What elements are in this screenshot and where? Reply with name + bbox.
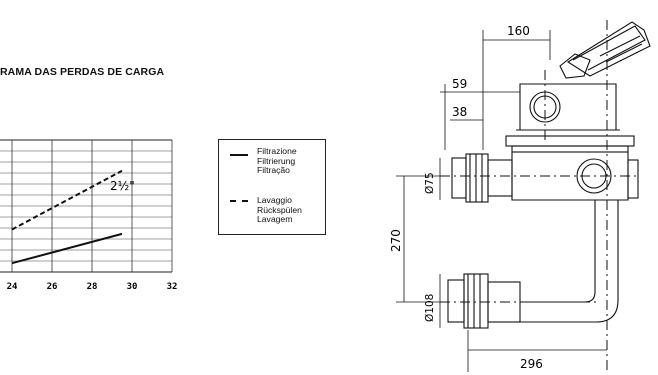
union-top bbox=[451, 153, 513, 203]
valve-technical-drawing: 160 59 38 Ø75 270 Ø108 296 bbox=[389, 20, 651, 372]
pressure-loss-chart: 24 26 28 30 32 2½" bbox=[0, 139, 178, 292]
series-line-dashed bbox=[11, 169, 123, 231]
dim-108: Ø108 bbox=[424, 294, 436, 322]
valve-top-cover bbox=[516, 83, 620, 131]
legend: Filtrazione Filtrierung Filtração Lavagg… bbox=[218, 139, 326, 235]
x-tick-label: 24 bbox=[7, 282, 18, 292]
chart-tick-labels: 24 26 28 30 32 bbox=[7, 282, 178, 292]
series-line-solid bbox=[11, 232, 123, 265]
chart-vertical-gridlines bbox=[11, 140, 173, 272]
dim-160: 160 bbox=[507, 24, 530, 38]
legend-solid-swatch bbox=[230, 154, 248, 156]
valve-handle bbox=[559, 21, 651, 79]
pipe-down bbox=[520, 200, 619, 323]
x-tick-label: 30 bbox=[127, 282, 138, 292]
dim-296: 296 bbox=[520, 357, 543, 371]
chart-horizontal-gridlines bbox=[0, 150, 172, 262]
curve-label-2-half-inch: 2½" bbox=[110, 179, 135, 193]
x-tick-label: 26 bbox=[47, 282, 58, 292]
dim-75: Ø75 bbox=[424, 172, 436, 194]
chart-series bbox=[11, 169, 123, 265]
chart-title: RAMA DAS PERDAS DE CARGA bbox=[0, 66, 165, 78]
valve-flange bbox=[505, 135, 635, 153]
dim-270: 270 bbox=[389, 229, 403, 252]
legend-dashed-swatch bbox=[230, 200, 248, 202]
legend-solid-label: Filtrazione Filtrierung Filtração bbox=[257, 146, 297, 176]
dim-59: 59 bbox=[452, 77, 467, 91]
x-tick-label: 28 bbox=[87, 282, 98, 292]
dim-38: 38 bbox=[452, 105, 467, 119]
x-tick-label: 32 bbox=[167, 282, 178, 292]
union-bottom bbox=[447, 273, 521, 329]
legend-dashed-label: Lavaggio Rückspülen Lavagem bbox=[257, 195, 302, 225]
